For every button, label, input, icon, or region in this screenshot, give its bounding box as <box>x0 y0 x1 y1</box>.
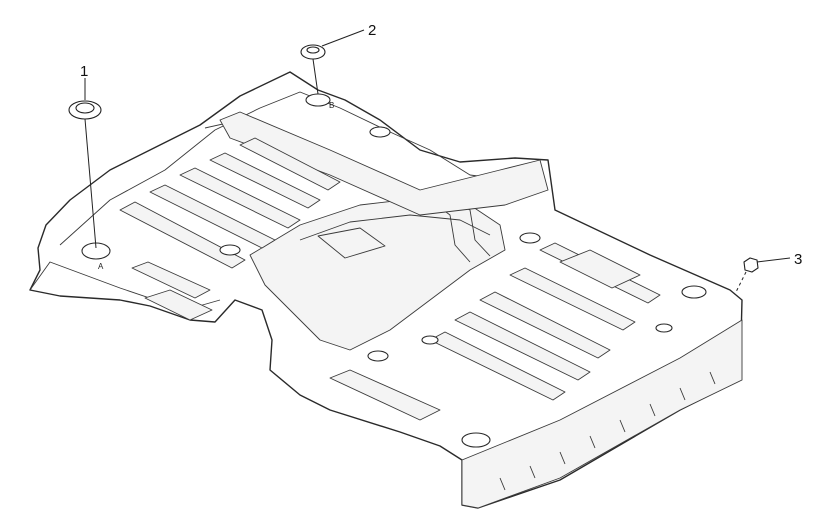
callout-label-1: 1 <box>80 63 88 80</box>
callout-1: 1 <box>68 63 102 249</box>
floor-hole-2 <box>369 126 391 138</box>
sill-slots <box>499 371 716 491</box>
callout-label-3: 3 <box>794 251 802 268</box>
floor-pan: A B <box>29 71 743 509</box>
callout-label-2: 2 <box>368 22 376 39</box>
hole-letter-b: B <box>329 101 334 110</box>
leader-1 <box>84 118 97 249</box>
tunnel-plate <box>317 227 386 259</box>
leader-2 <box>312 58 319 95</box>
hole-letter-a: A <box>98 262 104 271</box>
tunnel-ridge <box>299 214 491 241</box>
floor-hole-6 <box>421 335 439 345</box>
front-hole <box>461 432 491 448</box>
floor-hole-1 <box>219 244 241 256</box>
left-ribs <box>119 137 341 321</box>
callout-3: 3 <box>735 251 802 293</box>
rear-plateau <box>59 91 511 246</box>
right-hole <box>681 285 707 299</box>
rear-top-hole <box>305 93 331 107</box>
right-ribs <box>329 242 661 421</box>
floor-hole-5 <box>655 323 673 333</box>
nut-icon <box>743 257 759 273</box>
leader-3 <box>756 257 791 263</box>
center-tunnel <box>249 197 506 351</box>
floor-hole-4 <box>367 350 389 362</box>
front-sill <box>461 319 743 509</box>
callout-2: 2 <box>300 22 376 95</box>
floor-hole-3 <box>519 232 541 244</box>
